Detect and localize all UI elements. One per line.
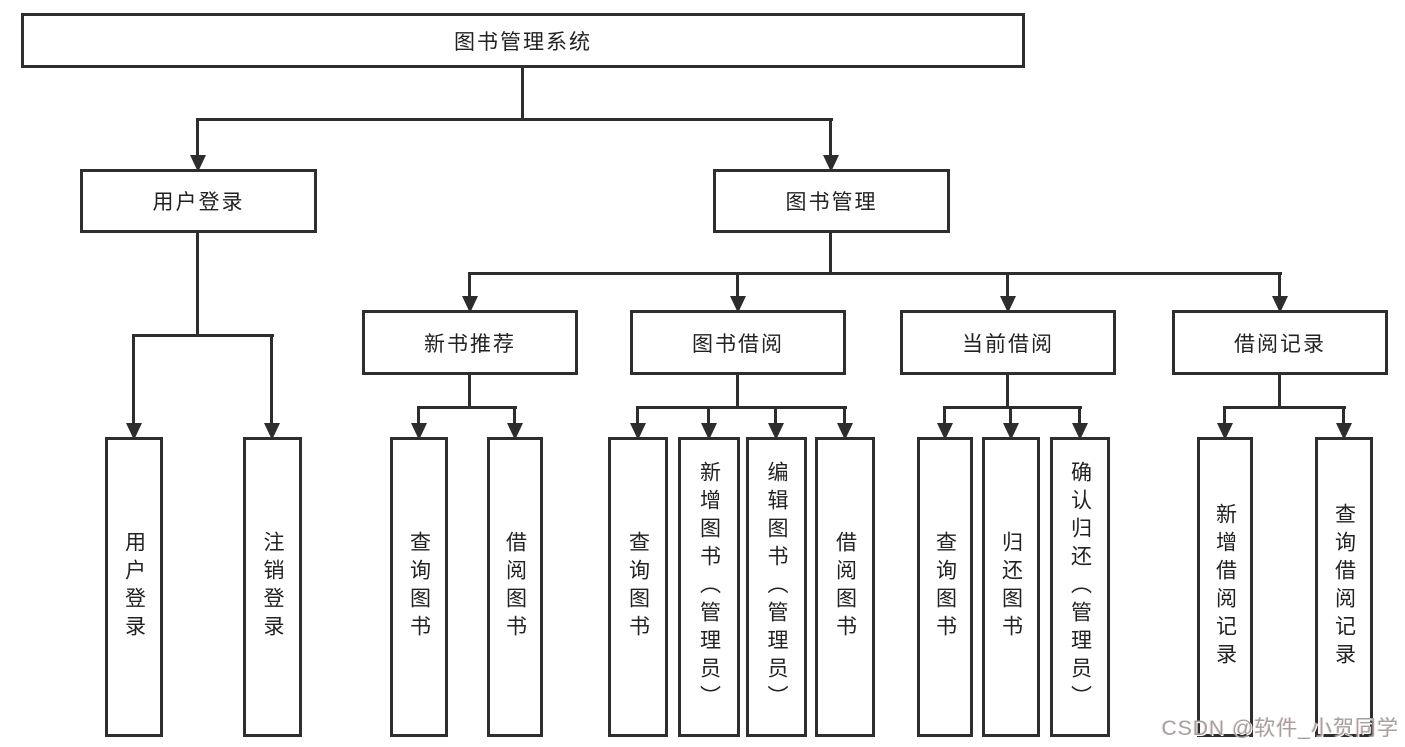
node-label-logout: 注销登录 (261, 531, 284, 643)
node-query-book-borrowing: 查询图书 (608, 437, 668, 737)
connector-stem (1006, 375, 1009, 408)
node-label-user-login-leaf: 用户登录 (122, 531, 146, 643)
connector-drop (270, 334, 273, 424)
connector-drop (468, 272, 471, 297)
node-user-login: 用户登录 (80, 169, 317, 233)
connector-branch (132, 334, 274, 337)
arrowhead-down-icon (1272, 296, 1288, 313)
node-label-new-book-recommend: 新书推荐 (424, 332, 516, 356)
node-current-borrowing: 当前借阅 (900, 310, 1116, 375)
arrowhead-down-icon (462, 296, 478, 313)
arrowhead-down-icon (630, 423, 646, 440)
node-query-book-current: 查询图书 (917, 437, 973, 737)
arrowhead-down-icon (126, 423, 142, 440)
connector-branch (943, 406, 1082, 409)
node-label-borrowing-records: 借阅记录 (1234, 332, 1326, 356)
connector-branch (468, 272, 1282, 275)
arrowhead-down-icon (823, 155, 839, 172)
connector-drop (513, 406, 516, 424)
connector-branch (417, 406, 517, 409)
node-label-add-borrow-record: 新增借阅记录 (1213, 503, 1237, 671)
connector-drop (1009, 406, 1012, 424)
node-query-borrow-record: 查询借阅记录 (1315, 437, 1373, 737)
connector-stem (736, 375, 739, 408)
node-label-user-login: 用户登录 (152, 191, 245, 214)
node-label-borrow-book-recommend: 借阅图书 (503, 531, 527, 643)
connector-drop (196, 118, 199, 156)
connector-drop (1223, 406, 1226, 424)
arrowhead-down-icon (1217, 423, 1233, 440)
node-new-book-recommend: 新书推荐 (362, 310, 578, 375)
connector-drop (636, 406, 639, 424)
node-label-query-book-borrowing: 查询图书 (626, 531, 650, 643)
node-book-borrowing: 图书借阅 (630, 310, 846, 375)
node-borrow-book-borrowing: 借阅图书 (815, 437, 875, 737)
arrowhead-down-icon (1336, 423, 1352, 440)
arrowhead-down-icon (1000, 296, 1016, 313)
node-add-borrow-record: 新增借阅记录 (1197, 437, 1253, 737)
connector-stem (1278, 375, 1281, 408)
arrowhead-down-icon (701, 423, 717, 440)
node-label-edit-book-admin: 编辑图书（管理员） (765, 461, 788, 713)
node-label-query-book-current: 查询图书 (933, 531, 957, 643)
connector-drop (1006, 272, 1009, 297)
node-label-book-borrowing: 图书借阅 (692, 332, 784, 356)
node-logout: 注销登录 (243, 437, 302, 737)
connector-stem (521, 68, 524, 120)
arrowhead-down-icon (937, 423, 953, 440)
node-borrowing-records: 借阅记录 (1172, 310, 1388, 375)
connector-drop (707, 406, 710, 424)
node-label-current-borrowing: 当前借阅 (962, 332, 1054, 356)
node-label-book-management: 图书管理 (785, 191, 878, 214)
node-label-query-book-recommend: 查询图书 (407, 531, 431, 643)
arrowhead-down-icon (507, 423, 523, 440)
node-label-root: 图书管理系统 (454, 30, 592, 54)
arrowhead-down-icon (837, 423, 853, 440)
arrowhead-down-icon (1072, 423, 1088, 440)
node-user-login-leaf: 用户登录 (105, 437, 163, 737)
node-label-add-book-admin: 新增图书（管理员） (697, 461, 721, 713)
connector-drop (736, 272, 739, 297)
node-edit-book-admin: 编辑图书（管理员） (746, 437, 807, 737)
connector-stem (829, 233, 832, 274)
connector-drop (1278, 272, 1281, 297)
connector-stem (196, 233, 199, 336)
connector-drop (943, 406, 946, 424)
connector-drop (1342, 406, 1345, 424)
node-label-confirm-return-admin: 确认归还（管理员） (1068, 461, 1092, 713)
node-label-borrow-book-borrowing: 借阅图书 (833, 531, 857, 643)
connector-drop (1078, 406, 1081, 424)
node-root: 图书管理系统 (21, 13, 1025, 68)
arrowhead-down-icon (411, 423, 427, 440)
node-query-book-recommend: 查询图书 (390, 437, 448, 737)
arrowhead-down-icon (190, 155, 206, 172)
connector-branch (196, 118, 833, 121)
connector-drop (132, 334, 135, 424)
connector-branch (1223, 406, 1346, 409)
connector-stem (468, 375, 471, 408)
node-return-book: 归还图书 (982, 437, 1040, 737)
connector-drop (774, 406, 777, 424)
connector-branch (636, 406, 847, 409)
node-add-book-admin: 新增图书（管理员） (678, 437, 740, 737)
node-label-query-borrow-record: 查询借阅记录 (1332, 503, 1356, 671)
node-confirm-return-admin: 确认归还（管理员） (1050, 437, 1110, 737)
csdn-watermark: CSDN @软件_小贺同学 (1161, 717, 1399, 740)
connector-drop (829, 118, 832, 156)
arrowhead-down-icon (768, 423, 784, 440)
node-label-return-book: 归还图书 (999, 531, 1023, 643)
node-book-management: 图书管理 (713, 169, 950, 233)
connector-drop (417, 406, 420, 424)
connector-drop (843, 406, 846, 424)
arrowhead-down-icon (730, 296, 746, 313)
arrowhead-down-icon (1003, 423, 1019, 440)
arrowhead-down-icon (264, 423, 280, 440)
node-borrow-book-recommend: 借阅图书 (487, 437, 543, 737)
